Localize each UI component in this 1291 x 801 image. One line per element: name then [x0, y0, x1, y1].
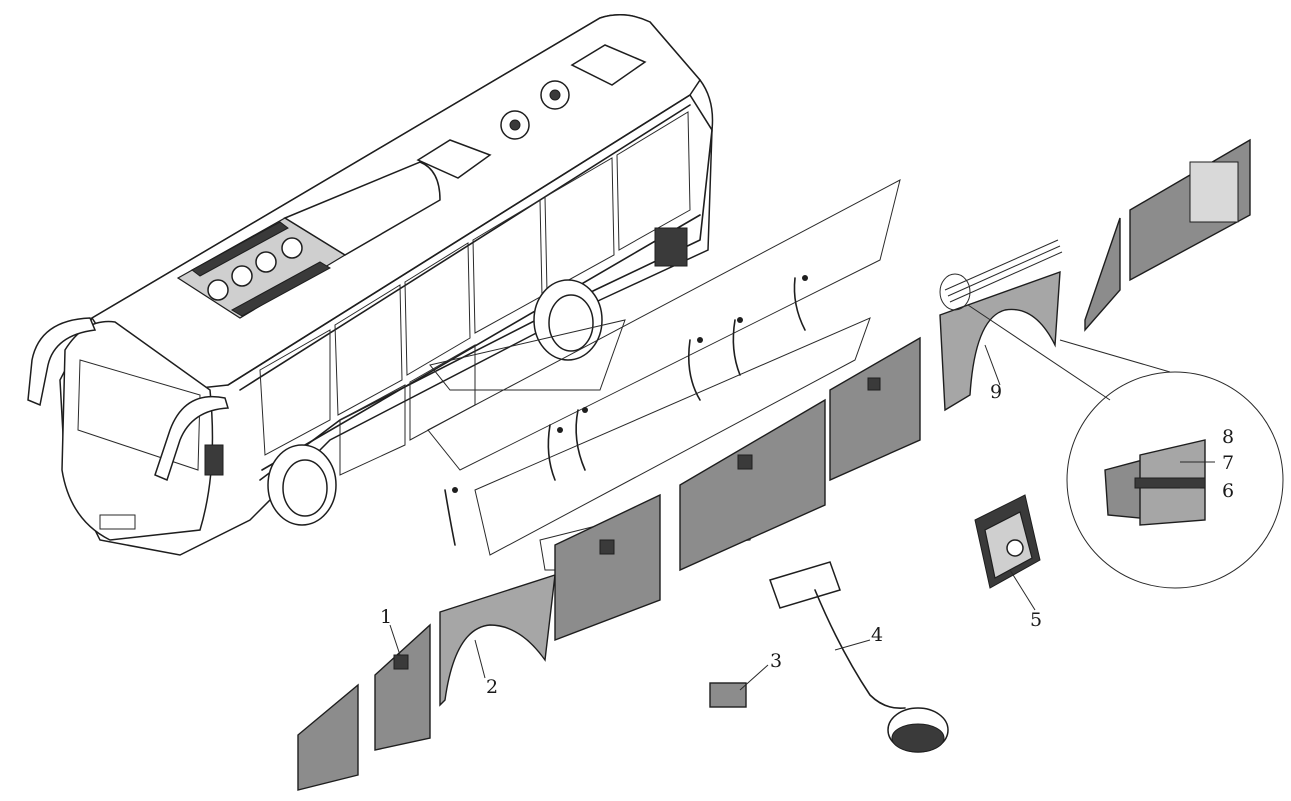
detail-magnifier — [967, 304, 1284, 589]
side-skin-panels — [297, 138, 1251, 791]
bus-front — [61, 320, 214, 541]
part-4-horn — [769, 561, 949, 753]
part-5-vent — [974, 494, 1041, 589]
rear-wheel — [533, 279, 603, 361]
roof-hatch-rear — [570, 44, 647, 86]
mirror-right — [154, 396, 229, 482]
mirror-left — [27, 317, 97, 407]
light-guide-panels — [427, 179, 901, 571]
side-windows — [259, 111, 691, 456]
part-3-plate — [709, 682, 747, 708]
bus-illustration — [27, 14, 714, 556]
callout-2: 2 — [486, 676, 498, 698]
front-wheel — [267, 444, 337, 526]
callout-1: 1 — [380, 606, 392, 628]
callout-3: 3 — [770, 650, 782, 672]
panel-2-wheel-arch — [439, 574, 556, 707]
callout-7: 7 — [1222, 452, 1234, 474]
callout-6: 6 — [1222, 480, 1234, 502]
panel-1 — [374, 623, 431, 751]
callout-labels: 1 2 3 4 5 6 7 8 9 — [380, 381, 1234, 698]
callout-8: 8 — [1222, 426, 1234, 448]
roof-hatch-front — [416, 139, 492, 179]
callout-9: 9 — [990, 381, 1002, 403]
trim-strips — [939, 239, 1063, 311]
marker-lamps — [444, 275, 808, 546]
roof-ac-unit — [176, 217, 347, 319]
panel-front-skin — [297, 683, 359, 791]
callout-5: 5 — [1030, 609, 1042, 631]
callout-4: 4 — [871, 624, 883, 646]
leader-lines — [389, 344, 1215, 691]
